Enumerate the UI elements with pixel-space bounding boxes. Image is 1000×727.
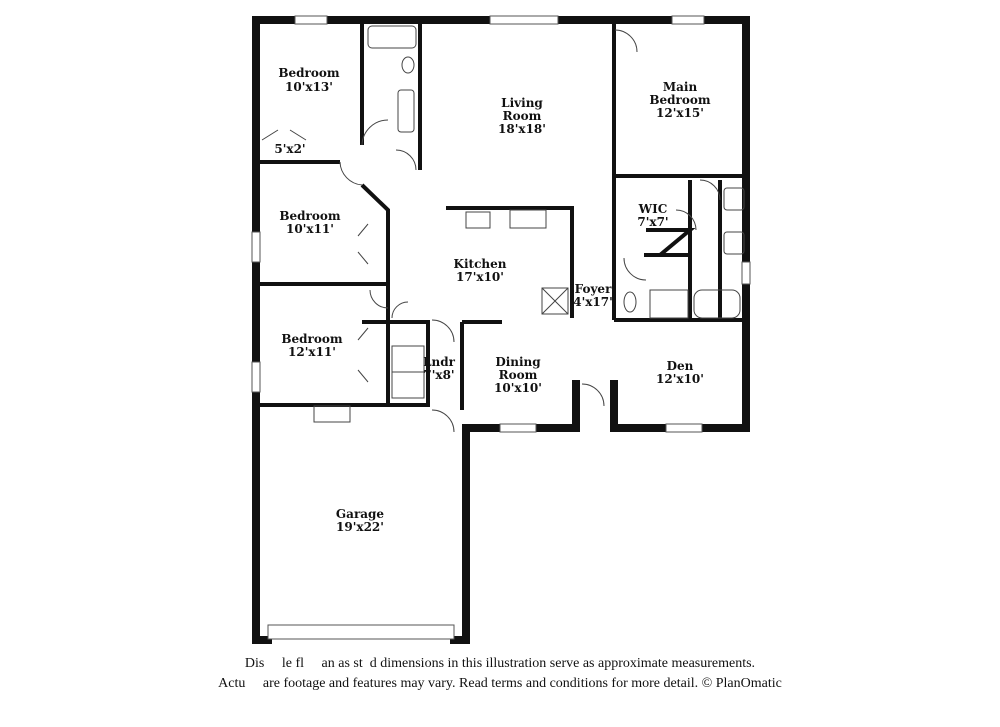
room-wic-name: WIC <box>638 202 668 216</box>
room-living-name-1: Living <box>501 96 543 110</box>
doors <box>261 29 721 433</box>
room-bedroom-2-dims: 10'x11' <box>286 222 334 236</box>
room-kitchen-dims: 17'x10' <box>456 270 504 284</box>
room-bedroom-1-name: Bedroom <box>278 66 339 80</box>
room-dining-name-1: Dining <box>495 355 541 369</box>
room-foyer-dims: 4'x17' <box>573 295 613 309</box>
room-wic-dims: 7'x7' <box>637 215 668 229</box>
room-dining-dims: 10'x10' <box>494 381 542 395</box>
room-bedroom-2-name: Bedroom <box>279 209 340 223</box>
room-garage-dims: 19'x22' <box>336 520 384 534</box>
room-laundry-dims: 7'x8' <box>423 368 454 382</box>
disclaimer-line-2: Actu are footage and features may vary. … <box>218 676 782 691</box>
room-laundry-name: Lndr <box>423 355 456 369</box>
room-bedroom-1-dims: 10'x13' <box>285 80 333 94</box>
room-foyer-name: Foyer <box>575 282 612 296</box>
room-main-bedroom-name-2: Bedroom <box>649 93 710 107</box>
room-dining-name-2: Room <box>499 368 538 382</box>
room-den-name: Den <box>667 359 694 373</box>
exterior-walls <box>252 16 750 644</box>
disclaimer-line-1: Dis le fl an as st d dimensions in this … <box>244 656 756 671</box>
room-kitchen-name: Kitchen <box>454 257 507 271</box>
room-main-bedroom-dims: 12'x15' <box>656 106 704 120</box>
room-bedroom-3-dims: 12'x11' <box>288 345 336 359</box>
fixtures <box>313 25 745 423</box>
room-garage-name: Garage <box>336 507 385 521</box>
room-main-bedroom-name-1: Main <box>663 80 698 94</box>
windows <box>251 15 751 640</box>
room-living-dims: 18'x18' <box>498 122 546 136</box>
room-bedroom-3-name: Bedroom <box>281 332 342 346</box>
interior-walls <box>256 20 746 410</box>
room-den-dims: 12'x10' <box>656 372 704 386</box>
room-closet-dims: 5'x2' <box>274 142 305 156</box>
room-living-name-2: Room <box>503 109 542 123</box>
